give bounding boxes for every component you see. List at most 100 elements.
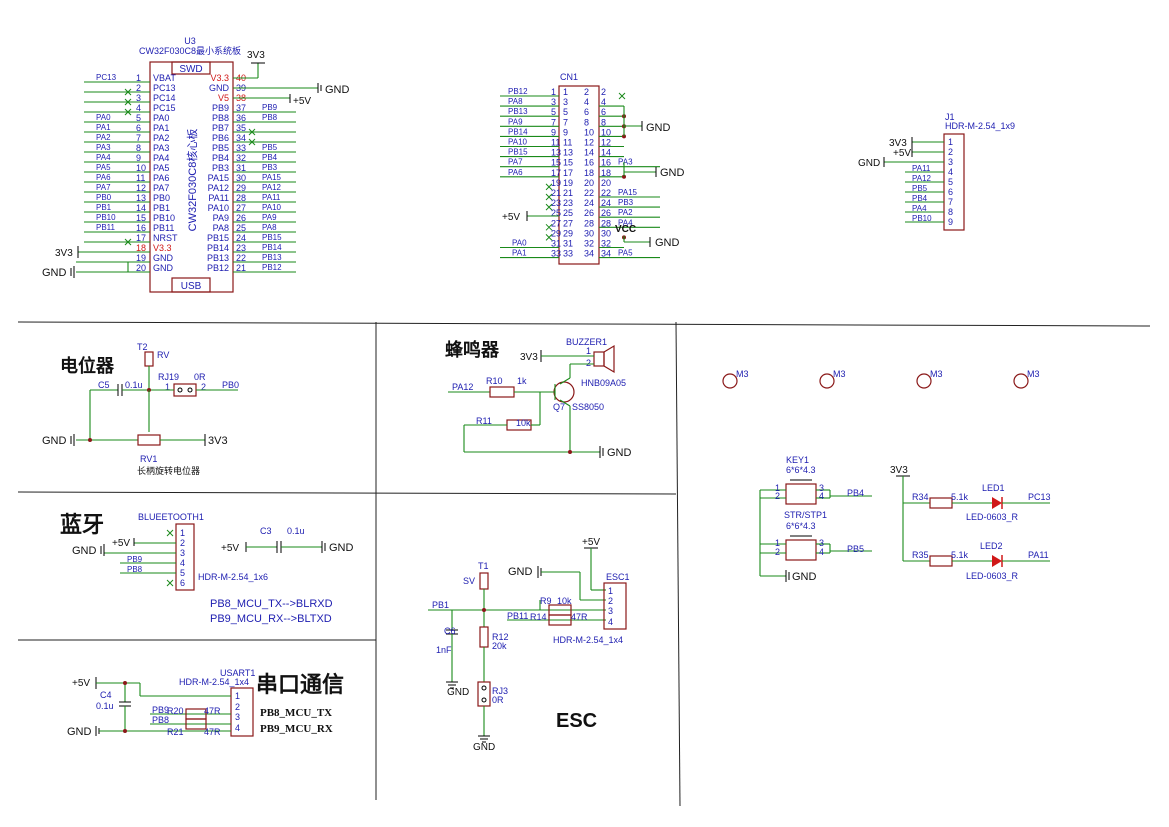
cn1-pin-number: 12 <box>584 138 594 148</box>
mcu-pin-number: 32 <box>236 153 246 163</box>
esc-body <box>603 582 627 630</box>
j1-pin-number: 4 <box>948 167 953 177</box>
mcu-pin-net: PA4 <box>96 153 111 162</box>
cn1-pin-number: 7 <box>551 117 556 127</box>
buzzer-gnd: GND <box>607 447 632 459</box>
cn1-pin-number: 16 <box>584 158 594 168</box>
mcu-pin-name: PA0 <box>153 113 169 123</box>
mcu-pin-name: V5 <box>218 93 229 103</box>
uart-part: HDR-M-2.54_1x4 <box>179 677 249 687</box>
uart-c4-value: 0.1u <box>96 701 114 711</box>
mounting-hole: M3 <box>916 369 943 389</box>
cn1-pin-number: 10 <box>601 127 611 137</box>
mcu-pin-net: PA15 <box>262 173 282 182</box>
esc-r12: R12 <box>492 632 509 642</box>
cn1-ref: CN1 <box>560 72 578 82</box>
mcu-pin-name: PA10 <box>208 203 229 213</box>
buzzer-r10: R10 <box>486 376 503 386</box>
no-connect-mark <box>166 529 174 537</box>
mcu-pin-net: PB15 <box>262 233 282 242</box>
esc-r12-value: 20k <box>492 641 507 651</box>
mounting-hole: M3 <box>819 369 846 389</box>
mcu-pin-name: PC13 <box>153 83 176 93</box>
bt-part: HDR-M-2.54_1x6 <box>198 572 268 582</box>
cn1-pin-number: 30 <box>601 228 611 238</box>
mcu-3v3-label: 3V3 <box>247 50 265 61</box>
mcu-pin-net: PA3 <box>96 143 111 152</box>
uart-c4: C4 <box>100 690 112 700</box>
buzzer-q7-value: SS8050 <box>572 402 604 412</box>
no-connect-mark <box>545 193 553 201</box>
cn1-pin-number: 32 <box>601 239 611 249</box>
keys-section: KEY1 6*6*4.3 PB4 1 2 3 4 STR/STP1 6*6*4.… <box>759 455 872 583</box>
mcu-pin-number: 12 <box>136 183 146 193</box>
cn1-pin-number: 13 <box>563 148 573 158</box>
cn1-pin-number: 21 <box>563 188 573 198</box>
usb-label: USB <box>181 281 202 292</box>
bt-pin-row: 2 <box>134 538 185 548</box>
mcu-pin-net: PB11 <box>96 223 116 232</box>
cn1-vcc-label: VCC <box>615 224 636 235</box>
cn1-pin-number: 13 <box>551 148 561 158</box>
buzzer-net: PA12 <box>452 382 473 392</box>
led2-ref: LED2 <box>980 541 1003 551</box>
led1-net: PC13 <box>1028 492 1051 502</box>
esc-r9-value: 10k <box>557 596 572 606</box>
no-connect-mark <box>545 203 553 211</box>
cn1-pin-number: 28 <box>601 218 611 228</box>
leds-section: 3V3 R34 5.1k LED1 LED-0603_R PC13 R35 5.… <box>890 465 1051 581</box>
mcu-pin-number: 26 <box>236 213 246 223</box>
mounting-hole: M3 <box>722 369 749 389</box>
esc-rj3: RJ3 <box>492 686 508 696</box>
cn1-pin-number: 11 <box>551 138 560 148</box>
mcu-pin-number: 2 <box>136 83 141 93</box>
mcu-pin-number: 15 <box>136 213 146 223</box>
no-connect-mark <box>248 138 256 146</box>
buzzer-ref: BUZZER1 <box>566 337 607 347</box>
cn1-gnd1-label: GND <box>646 122 671 134</box>
uart-body <box>230 687 254 737</box>
mcu-pin-name: PA12 <box>208 183 229 193</box>
uart-pin2: 2 <box>235 702 240 712</box>
cn1-pin-number: 8 <box>601 117 606 127</box>
j1-pin-number: 6 <box>948 187 953 197</box>
buzzer-r11-value: 10k <box>516 418 531 428</box>
j1-pin-number: 7 <box>948 197 953 207</box>
mcu-pin-name: PA1 <box>153 123 169 133</box>
swd-box <box>171 61 211 75</box>
j1-part: HDR-M-2.54_1x9 <box>945 121 1015 131</box>
mcu-pin-name: PA3 <box>153 143 169 153</box>
mcu-pin-number: 13 <box>136 193 146 203</box>
cn1-pin-number: 25 <box>551 208 561 218</box>
cn1-pin-number: 6 <box>584 107 589 117</box>
uart-note1: PB8_MCU_TX <box>260 707 332 719</box>
cn1-pin-number: 34 <box>584 249 594 259</box>
cn1-pin-number: 29 <box>551 228 561 238</box>
cn1-pin-number: 9 <box>551 127 556 137</box>
mcu-ref: U3 <box>184 36 196 46</box>
j1-body <box>943 133 965 231</box>
no-connect-mark <box>618 92 626 100</box>
bt-pin-number: 4 <box>180 558 185 568</box>
mcu-pin-net: PA8 <box>262 223 277 232</box>
stp-pin2: 2 <box>775 547 780 557</box>
